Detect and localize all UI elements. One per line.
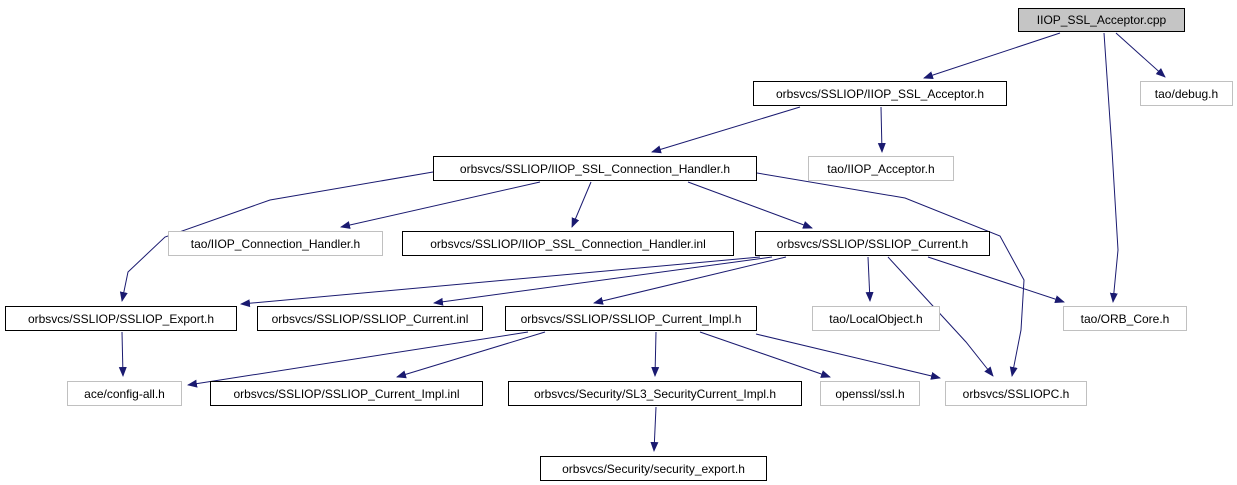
- edge-ssliop-current-h--tao-orb-core-h: [927, 256, 1065, 303]
- edge-ssliop-current-h--ssliopc-h: [887, 256, 994, 377]
- edge-iiop-ssl-acceptor-cpp--tao-debug-h: [1115, 32, 1166, 78]
- edge-ssliop-current-h--ssliop-export-h: [240, 256, 761, 308]
- edge-iiop-ssl-connection-handler-h--ssliopc-h: [756, 172, 1025, 377]
- node-label: orbsvcs/SSLIOP/SSLIOP_Current.inl: [271, 311, 469, 326]
- node-sl3-securitycurrent-impl-h[interactable]: orbsvcs/Security/SL3_SecurityCurrent_Imp…: [508, 381, 802, 406]
- edge-sl3-securitycurrent-impl-h--security-export-h: [650, 406, 659, 452]
- node-tao-debug-h[interactable]: tao/debug.h: [1140, 81, 1233, 106]
- node-ssliop-current-impl-h[interactable]: orbsvcs/SSLIOP/SSLIOP_Current_Impl.h: [505, 306, 757, 331]
- node-label: ace/config-all.h: [84, 386, 165, 401]
- node-label: orbsvcs/SSLIOP/SSLIOP_Export.h: [27, 311, 215, 326]
- edge-iiop-ssl-connection-handler-h--tao-iiop-connection-handler-h: [340, 181, 541, 229]
- node-security-export-h[interactable]: orbsvcs/Security/security_export.h: [540, 456, 767, 481]
- node-label: orbsvcs/Security/security_export.h: [562, 461, 745, 476]
- node-label: orbsvcs/SSLIOPC.h: [962, 386, 1070, 401]
- node-label: tao/ORB_Core.h: [1080, 311, 1170, 326]
- edge-iiop-ssl-connection-handler-h--ssliop-current-h: [687, 181, 813, 229]
- edge-ssliop-current-impl-h--openssl-ssl-h: [699, 331, 831, 378]
- node-label: orbsvcs/SSLIOP/IIOP_SSL_Acceptor.h: [775, 86, 985, 101]
- node-tao-iiop-connection-handler-h[interactable]: tao/IIOP_Connection_Handler.h: [168, 231, 383, 256]
- edge-iiop-ssl-connection-handler-h--ssliop-export-h: [119, 171, 434, 302]
- edge-iiop-ssl-acceptor-cpp--iiop-ssl-acceptor-h: [923, 32, 1061, 79]
- edge-iiop-ssl-connection-handler-h--iiop-ssl-connection-handler-inl: [571, 181, 592, 228]
- node-label: tao/debug.h: [1154, 86, 1219, 101]
- node-label: IIOP_SSL_Acceptor.cpp: [1036, 13, 1167, 27]
- node-label: openssl/ssl.h: [835, 386, 905, 401]
- node-label: tao/IIOP_Connection_Handler.h: [190, 236, 361, 251]
- edge-iiop-ssl-acceptor-cpp--tao-orb-core-h: [1103, 32, 1119, 303]
- node-ssliop-current-h[interactable]: orbsvcs/SSLIOP/SSLIOP_Current.h: [755, 231, 990, 256]
- edge-iiop-ssl-acceptor-h--iiop-ssl-connection-handler-h: [651, 106, 801, 154]
- edge-ssliop-current-impl-h--ssliopc-h: [755, 333, 941, 380]
- node-label: orbsvcs/SSLIOP/IIOP_SSL_Connection_Handl…: [459, 161, 731, 176]
- node-openssl-ssl-h[interactable]: openssl/ssl.h: [820, 381, 920, 406]
- edge-ssliop-current-h--tao-localobject-h: [865, 256, 874, 302]
- node-label: orbsvcs/SSLIOP/SSLIOP_Current_Impl.inl: [233, 386, 460, 401]
- node-label: orbsvcs/SSLIOP/SSLIOP_Current_Impl.h: [520, 311, 742, 326]
- node-tao-localobject-h[interactable]: tao/LocalObject.h: [812, 306, 940, 331]
- node-iiop-ssl-acceptor-cpp[interactable]: IIOP_SSL_Acceptor.cpp: [1018, 8, 1185, 32]
- edge-ssliop-current-impl-h--ssliop-current-impl-inl: [396, 331, 546, 379]
- node-tao-orb-core-h[interactable]: tao/ORB_Core.h: [1063, 306, 1187, 331]
- node-label: tao/IIOP_Acceptor.h: [827, 161, 935, 176]
- node-label: orbsvcs/SSLIOP/IIOP_SSL_Connection_Handl…: [430, 236, 706, 251]
- node-iiop-ssl-connection-handler-inl[interactable]: orbsvcs/SSLIOP/IIOP_SSL_Connection_Handl…: [402, 231, 734, 256]
- node-iiop-ssl-acceptor-h[interactable]: orbsvcs/SSLIOP/IIOP_SSL_Acceptor.h: [753, 81, 1007, 106]
- edge-ssliop-current-impl-h--ace-config-all-h: [187, 331, 529, 388]
- node-label: tao/LocalObject.h: [829, 311, 923, 326]
- node-label: orbsvcs/Security/SL3_SecurityCurrent_Imp…: [533, 386, 777, 401]
- node-ssliop-current-inl[interactable]: orbsvcs/SSLIOP/SSLIOP_Current.inl: [257, 306, 483, 331]
- edge-ssliop-export-h--ace-config-all-h: [118, 331, 127, 377]
- node-ace-config-all-h[interactable]: ace/config-all.h: [67, 381, 182, 406]
- node-ssliopc-h[interactable]: orbsvcs/SSLIOPC.h: [945, 381, 1087, 406]
- node-ssliop-export-h[interactable]: orbsvcs/SSLIOP/SSLIOP_Export.h: [5, 306, 237, 331]
- edge-ssliop-current-impl-h--sl3-securitycurrent-impl-h: [651, 331, 660, 377]
- node-tao-iiop-acceptor-h[interactable]: tao/IIOP_Acceptor.h: [808, 156, 954, 181]
- node-ssliop-current-impl-inl[interactable]: orbsvcs/SSLIOP/SSLIOP_Current_Impl.inl: [210, 381, 483, 406]
- edge-ssliop-current-h--ssliop-current-inl: [433, 256, 773, 306]
- node-label: orbsvcs/SSLIOP/SSLIOP_Current.h: [776, 236, 969, 251]
- edge-iiop-ssl-acceptor-h--tao-iiop-acceptor-h: [877, 106, 886, 153]
- node-iiop-ssl-connection-handler-h[interactable]: orbsvcs/SSLIOP/IIOP_SSL_Connection_Handl…: [433, 156, 757, 181]
- edge-ssliop-current-h--ssliop-current-impl-h: [593, 256, 787, 305]
